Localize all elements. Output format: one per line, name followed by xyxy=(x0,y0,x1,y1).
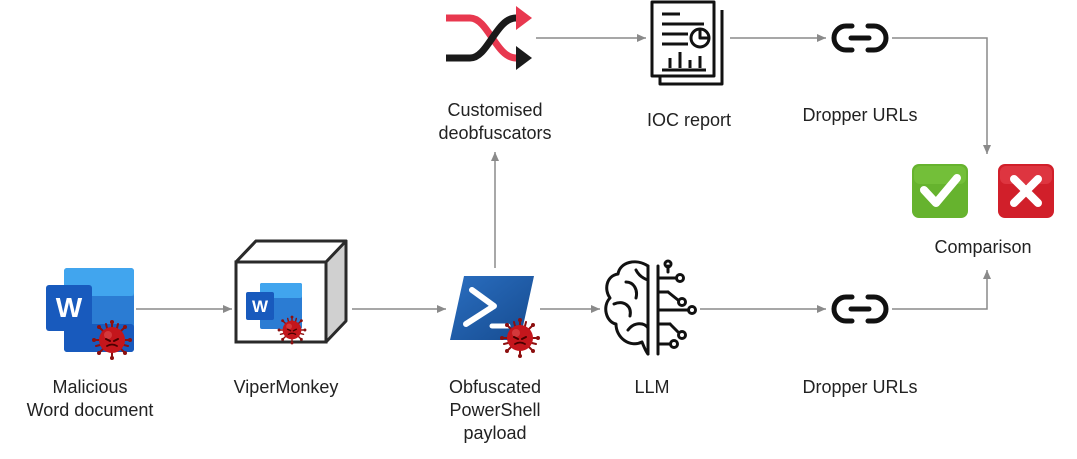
vipermonkey-label: ViperMonkey xyxy=(211,376,361,399)
ioc-report-label: IOC report xyxy=(619,109,759,132)
arrow-llm-dropper-to-comparison xyxy=(892,270,991,310)
arrow-ioc-dropper-to-comparison xyxy=(892,37,991,154)
powershell-label-line-3: payload xyxy=(463,423,527,443)
powershell-virus-icon xyxy=(450,276,541,359)
report-document-icon xyxy=(650,0,724,86)
word-document-virus-icon: W xyxy=(46,268,134,361)
vipermonkey-label-line-1: ViperMonkey xyxy=(233,377,339,397)
shuffle-icon xyxy=(446,6,532,70)
check-icon xyxy=(912,164,968,218)
word-document-label: Malicious Word document xyxy=(10,376,170,422)
link-icon xyxy=(834,26,886,50)
powershell-label: Obfuscated PowerShell payload xyxy=(415,376,575,445)
dropper-urls-ioc-label: Dropper URLs xyxy=(790,104,930,127)
svg-text:W: W xyxy=(252,297,269,316)
llm-label-line-1: LLM xyxy=(634,377,670,397)
deobfuscators-label-line-2: deobfuscators xyxy=(438,123,552,143)
word-document-label-line-1: Malicious xyxy=(52,377,128,397)
connectors xyxy=(136,34,991,313)
comparison-label: Comparison xyxy=(908,236,1058,259)
sandbox-box-icon: W xyxy=(234,239,348,346)
word-document-label-line-2: Word document xyxy=(26,400,154,420)
comparison-label-line-1: Comparison xyxy=(934,237,1032,257)
deobfuscators-label-line-1: Customised xyxy=(447,100,543,120)
dropper-urls-ioc-label-line-1: Dropper URLs xyxy=(802,105,918,125)
brain-circuit-icon xyxy=(604,259,697,356)
dropper-urls-llm-label: Dropper URLs xyxy=(790,376,930,399)
link-icon xyxy=(834,297,886,321)
ioc-report-label-line-1: IOC report xyxy=(646,110,732,130)
dropper-urls-llm-label-line-1: Dropper URLs xyxy=(802,377,918,397)
cross-icon xyxy=(998,164,1054,218)
powershell-label-line-2: PowerShell xyxy=(449,400,541,420)
llm-label: LLM xyxy=(612,376,692,399)
powershell-label-line-1: Obfuscated xyxy=(448,377,542,397)
deobfuscators-label: Customised deobfuscators xyxy=(415,99,575,145)
svg-text:W: W xyxy=(56,292,83,323)
